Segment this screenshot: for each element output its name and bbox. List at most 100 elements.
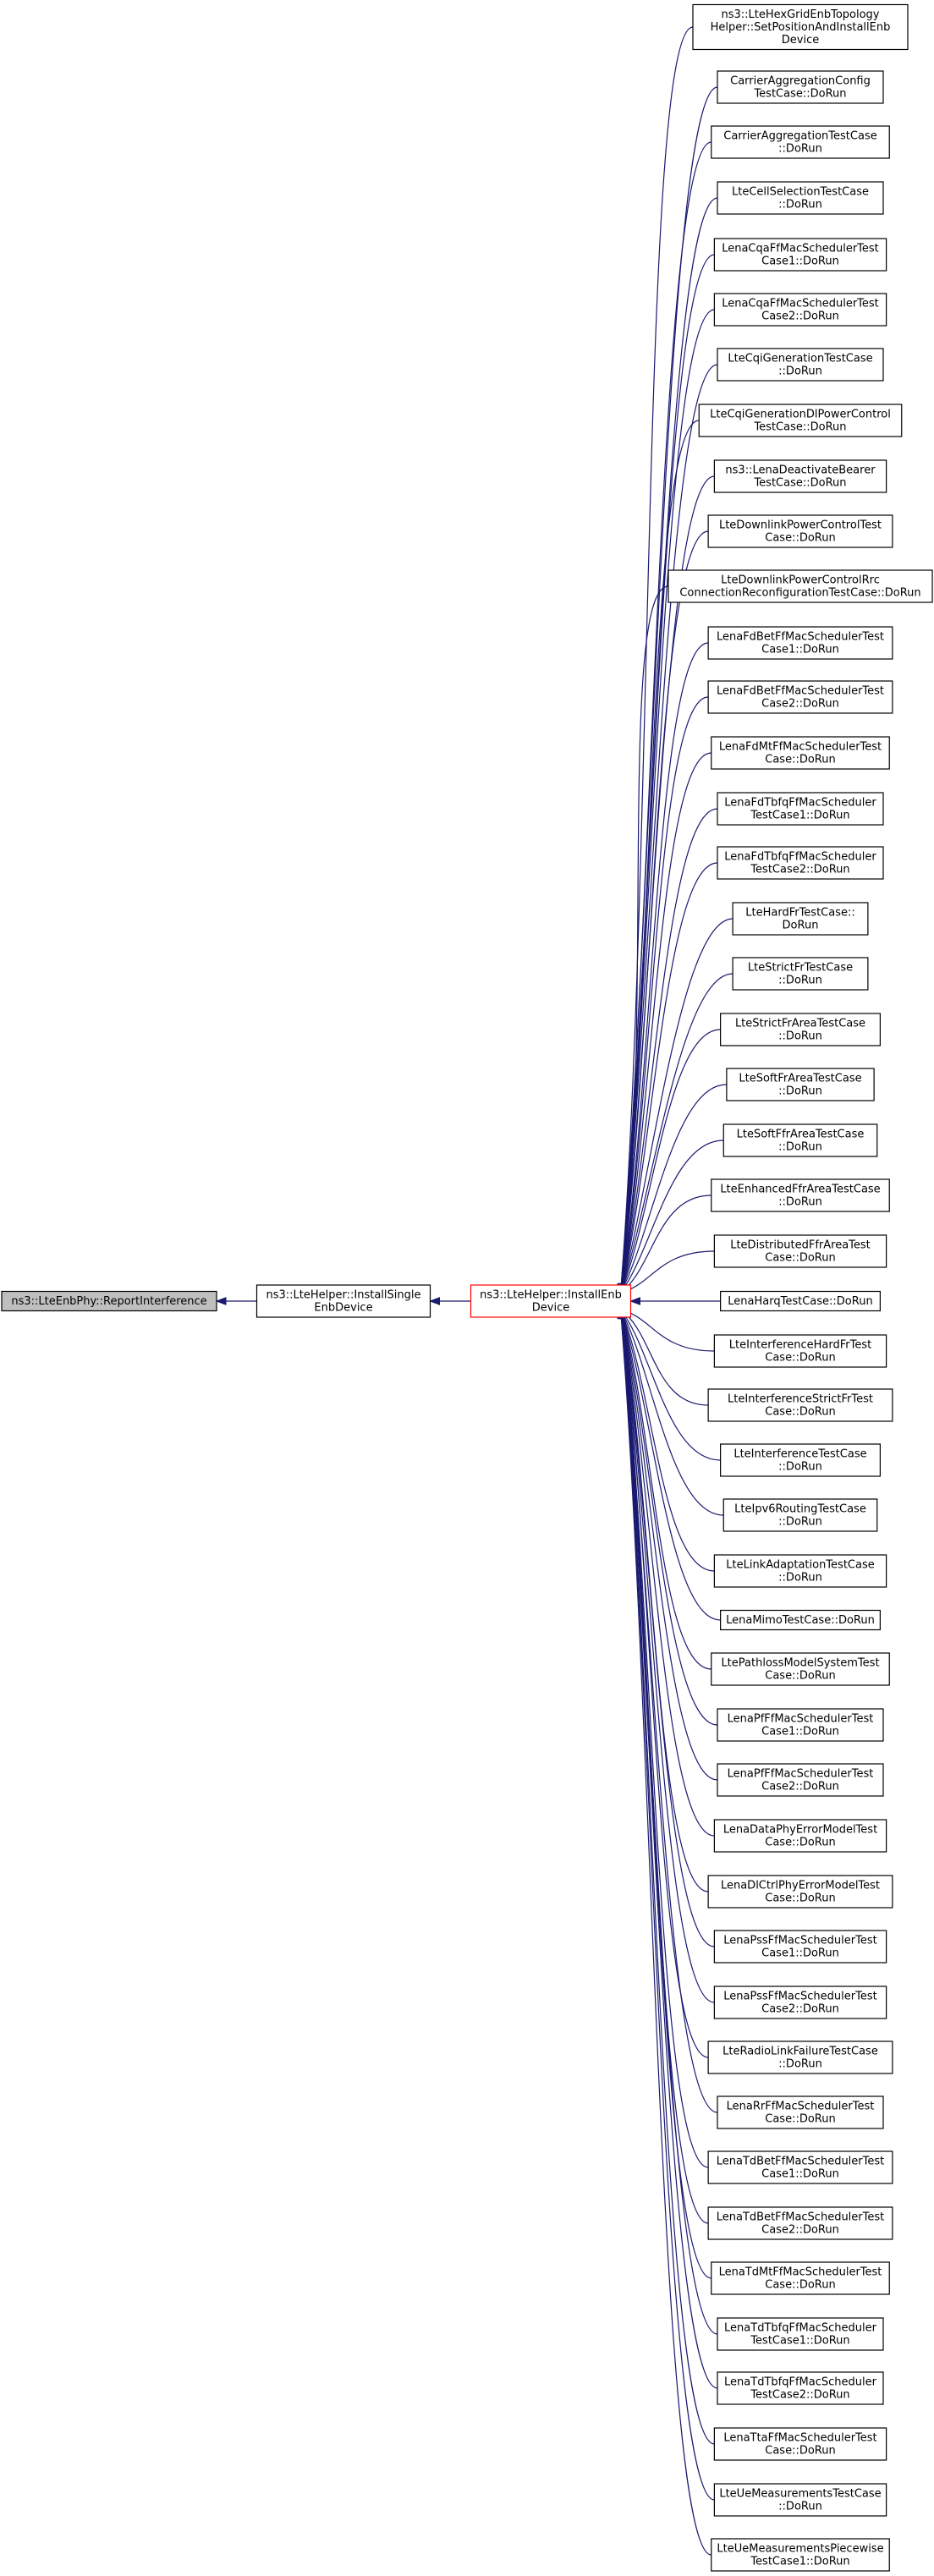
caller-node-label: LteUeMeasurementsPiecewise [717,2543,883,2556]
caller-node[interactable]: LteRadioLinkFailureTestCase::DoRun [707,2040,893,2074]
caller-node-label: ns3::LenaDeactivateBearer [725,464,876,477]
caller-node[interactable]: LteLinkAdaptationTestCase::DoRun [713,1554,887,1588]
edge-caller-to-install-enb [622,1317,718,1781]
caller-node[interactable]: LteCqiGenerationTestCase::DoRun [717,348,884,382]
edge-caller-to-install-enb [621,364,718,1285]
install-enb-device-node-label: ns3::LteHelper::InstallEnb [480,1289,622,1302]
caller-node[interactable]: LteSoftFrAreaTestCase::DoRun [726,1068,875,1101]
caller-node[interactable]: LteUeMeasurementsTestCase::DoRun [713,2483,887,2517]
caller-node-label: ConnectionReconfigurationTestCase::DoRun [679,587,920,600]
caller-node-label: LteCqiGenerationTestCase [728,353,872,365]
edge-caller-to-install-enb [621,1317,709,2058]
caller-node-box [713,1930,887,1964]
caller-node-box [722,1498,878,1532]
caller-node-box [717,2317,884,2351]
caller-node[interactable]: LteCqiGenerationDlPowerControlTestCase::… [698,404,903,437]
report-interference-node-box [1,1290,217,1312]
caller-node-label: LteSoftFrAreaTestCase [739,1073,861,1085]
edge-caller-to-install-enb [623,973,733,1285]
caller-node-box [707,2206,893,2240]
caller-node[interactable]: LteIpv6RoutingTestCase::DoRun [722,1498,878,1532]
caller-node[interactable]: LteEnhancedFfrAreaTestCase::DoRun [711,1178,890,1212]
caller-node-label: LenaTdMtFfMacSchedulerTest [719,2266,882,2279]
caller-node-label: LteInterferenceStrictFrTest [728,1393,873,1406]
caller-node-label: Case1::DoRun [761,644,839,656]
caller-node[interactable]: LteSoftFfrAreaTestCase::DoRun [722,1123,878,1157]
caller-node-box [698,404,903,437]
caller-node[interactable]: CarrierAggregationTestCase::DoRun [711,125,890,159]
edge-caller-to-install-enb [621,1317,715,1837]
edge-caller-to-install-enb [626,1195,711,1288]
caller-node[interactable]: LteStrictFrAreaTestCase::DoRun [720,1013,881,1046]
edge-caller-to-install-enb [626,1315,709,1406]
caller-node[interactable]: LteUeMeasurementsPiecewiseTestCase1::DoR… [711,2538,890,2572]
caller-node[interactable]: LenaHarqTestCase::DoRun [720,1290,881,1312]
caller-node-box [711,125,890,159]
caller-node-label: ::DoRun [778,1461,822,1474]
caller-node-label: TestCase::DoRun [753,421,846,434]
caller-node-label: Case::DoRun [765,754,835,766]
caller-node-label: LteLinkAdaptationTestCase [726,1559,874,1572]
caller-node-label: Case1::DoRun [761,1726,839,1738]
caller-node[interactable]: LenaMimoTestCase::DoRun [720,1609,881,1631]
caller-node-label: Case::DoRun [765,2279,835,2292]
edge-caller-to-install-enb [622,1317,711,1670]
caller-node-label: LenaRrFfMacSchedulerTest [727,2101,875,2113]
caller-node-box [713,238,887,272]
caller-node-box [732,957,869,991]
caller-node-box [707,626,893,660]
caller-node-box [713,1334,887,1368]
caller-node-label: ::DoRun [778,1516,822,1529]
caller-node[interactable]: ns3::LteHexGridEnbTopologyHelper::SetPos… [692,3,909,51]
report-interference-node[interactable]: ns3::LteEnbPhy::ReportInterference [1,1290,217,1312]
caller-node-box [717,2371,884,2405]
caller-node[interactable]: LteInterferenceTestCase::DoRun [720,1443,881,1477]
caller-node-box [713,459,887,493]
caller-node[interactable]: LteCellSelectionTestCase::DoRun [717,181,884,215]
caller-node-label: LenaPssFfMacSchedulerTest [723,1935,876,1947]
caller-node[interactable]: LteStrictFrTestCase::DoRun [732,957,869,991]
caller-node[interactable]: LteDownlinkPowerControlRrcConnectionReco… [668,569,933,603]
caller-node-label: ::DoRun [778,975,822,987]
edge-caller-to-install-enb [621,475,715,1285]
edge-caller-to-install-enb [623,1317,721,1621]
caller-node-label: ::DoRun [778,1030,822,1043]
caller-node[interactable]: LteHardFrTestCase::DoRun [732,902,869,936]
caller-node-label: Case::DoRun [765,1406,835,1419]
edge-caller-to-install-enb [620,1317,715,2501]
edge-caller-to-install-enb [629,1250,715,1291]
install-enb-device-node-label: Device [532,1302,569,1315]
caller-node-label: LenaCqaFfMacSchedulerTest [722,243,879,255]
edge-caller-to-install-enb [621,1317,709,2168]
caller-node-label: LenaTdTbfqFfMacScheduler [724,2376,877,2389]
